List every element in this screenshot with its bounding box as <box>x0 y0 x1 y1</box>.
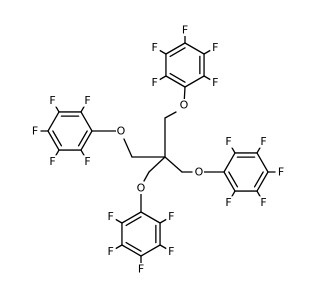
ring-top-double-bond <box>169 47 186 58</box>
bond-c-f-top <box>203 75 211 81</box>
fluorine-atom-bg <box>223 135 234 148</box>
bond-ch2-o-top <box>164 111 177 119</box>
bond-c-ch2-bottom <box>148 156 166 173</box>
fluorine-atom: F <box>49 94 55 107</box>
atom-labels: F F F F F O F F F F F O F F F F F O F F F F F O <box>30 24 286 276</box>
bond-c-f-top <box>159 49 167 55</box>
ring-right-bond <box>256 152 269 173</box>
bond-c-f-right <box>230 146 236 154</box>
ring-top-bond <box>165 75 186 88</box>
bond-c-f-top <box>203 49 211 55</box>
fluorine-atom-bg <box>47 155 58 168</box>
oxygen-atom-bg <box>116 125 126 137</box>
fluorine-atom-bg <box>82 94 93 107</box>
bond-ch2-o-left <box>123 138 133 158</box>
ring-right-bond <box>256 171 269 192</box>
ring-bottom-double-bond <box>125 241 142 252</box>
fluorine-atom-bg <box>105 210 116 223</box>
fluorine-atom-bg <box>30 125 40 137</box>
fluorine-atom-bg <box>149 76 160 89</box>
fluorine-atom-bg <box>180 24 190 36</box>
fluorine-atom: F <box>225 196 231 209</box>
fluorine-atom-bg <box>223 196 234 209</box>
bond-c-f-left <box>80 149 86 157</box>
bond-c-f-bottom <box>159 218 167 224</box>
fluorine-atom: F <box>152 76 158 89</box>
ring-bottom-bond <box>121 211 142 224</box>
ring-left-double-bond <box>77 130 88 147</box>
bond-c-f-left <box>80 105 86 113</box>
fluorine-atom: F <box>278 166 284 179</box>
ring-top-bond <box>184 42 205 55</box>
ring-bottom-bond <box>140 211 161 224</box>
fluorine-atom-bg <box>166 210 177 223</box>
fluorine-atom-bg <box>136 263 146 275</box>
ring-right-double-bond <box>228 171 239 188</box>
fluorine-atom: F <box>168 245 174 258</box>
fluorine-atom-bg <box>105 245 116 258</box>
ring-bottom-double-bond <box>125 216 142 227</box>
fluorine-atom: F <box>260 135 266 148</box>
ring-left-bond <box>47 130 60 151</box>
ring-top-double-bond <box>169 72 186 83</box>
fluorine-atom: F <box>32 125 38 138</box>
fluorine-atom: F <box>212 76 218 89</box>
ring-left-double-bond <box>52 130 63 147</box>
bond-ch2-o-bottom <box>143 171 150 182</box>
oxygen-atom-bg <box>136 182 146 194</box>
fluorine-atom-bg <box>210 76 221 89</box>
fluorine-atom-bg <box>47 94 58 107</box>
fluorine-atom: F <box>182 24 188 37</box>
bond-c-f-bottom <box>115 244 123 250</box>
ring-left-bond <box>47 111 60 132</box>
fluorine-atom-bg <box>149 41 160 54</box>
ring-left-bond <box>80 130 93 151</box>
fluorine-atom: F <box>225 135 231 148</box>
fluorine-atom-bg <box>276 166 286 178</box>
oxygen-atom-bg <box>194 166 204 178</box>
fluorine-atom-bg <box>210 41 221 54</box>
bond-c-f-right <box>230 190 236 198</box>
ring-right-bond <box>223 171 236 192</box>
oxygen-atom-bg <box>179 99 189 111</box>
ring-right-double-bond <box>253 171 264 188</box>
fluorine-atom-bg <box>166 245 177 258</box>
oxygen-atom: O <box>137 182 146 195</box>
oxygen-atom: O <box>117 125 126 138</box>
bond-c-f-right <box>256 146 262 154</box>
ring-left-bond <box>80 111 93 132</box>
fluorine-atom: F <box>108 210 114 223</box>
ring-bottom-bond <box>140 244 161 257</box>
bond-c-f-bottom <box>115 218 123 224</box>
fluorine-atom-bg <box>258 135 269 148</box>
fluorine-atom: F <box>260 196 266 209</box>
bond-c-f-left <box>54 105 60 113</box>
fluorine-atom: F <box>108 245 114 258</box>
fluorine-atom-bg <box>258 196 269 209</box>
ring-top-bond <box>184 75 205 88</box>
bond-c-f-left <box>54 149 60 157</box>
bond-c-f-bottom <box>159 244 167 250</box>
oxygen-atom: O <box>195 166 204 179</box>
bond-c-ch2-right <box>164 156 183 173</box>
fluorine-atom: F <box>138 263 144 276</box>
bond-c-f-top <box>159 75 167 81</box>
fluorine-atom: F <box>168 210 174 223</box>
fluorine-atom-bg <box>82 155 93 168</box>
ring-top-bond <box>165 42 186 55</box>
fluorine-atom: F <box>84 155 90 168</box>
bond-lines <box>40 35 276 264</box>
bond-c-f-right <box>256 190 262 198</box>
fluorine-atom: F <box>152 41 158 54</box>
oxygen-atom: O <box>180 99 189 112</box>
fluorine-atom: F <box>84 94 90 107</box>
fluorine-atom: F <box>212 41 218 54</box>
ring-bottom-bond <box>121 244 142 257</box>
ring-right-bond <box>223 152 236 173</box>
fluorine-atom: F <box>49 155 55 168</box>
